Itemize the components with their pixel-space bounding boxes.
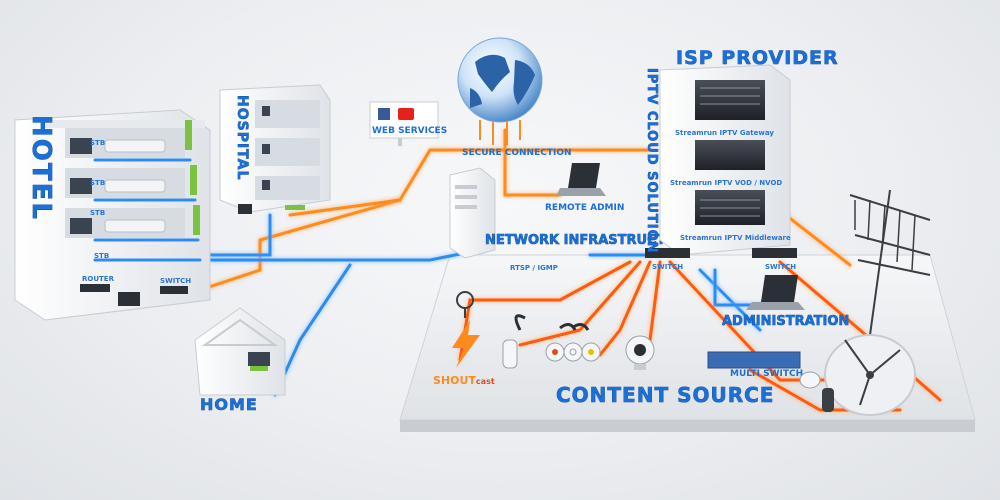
iptv-cloud-solution-label: IPTV CLOUD SOLUTION [644,68,659,254]
webcam-icon [625,335,655,370]
facebook-icon [378,108,390,120]
multi-switch-label: MULTI SWITCH [730,369,803,379]
secure-connection-label: SECURE CONNECTION [462,148,572,158]
hotel-stb-label-1: STB [90,139,105,147]
remote-admin-label: REMOTE ADMIN [545,203,624,213]
bed-icon [104,179,166,193]
hotel-stb-label-2: STB [90,179,105,187]
web-services-panel [369,101,439,146]
iptv-middleware-label: Streamrun IPTV Middleware [680,234,791,242]
rca-connectors-icon [545,323,601,362]
switch-icon [645,248,690,258]
content-source-label: CONTENT SOURCE [556,383,774,407]
tv-icon [248,352,270,366]
tv-icon [70,218,92,234]
hotel-router-label: ROUTER [82,275,115,283]
hospital-label: HOSPITAL [234,95,250,180]
network-infrastructure-label: NETWORK INFRASTRUCTURE [485,233,695,248]
hotel-switch-label: SWITCH [160,277,191,285]
hotel-stb-label-3: STB [90,209,105,217]
lnb-connector [799,371,834,412]
home-building [194,307,286,396]
vod-server [695,140,765,170]
web-services-label: WEB SERVICES [372,126,447,136]
bed-icon [104,219,166,233]
shoutcast-icon [452,291,480,368]
laptop-icon [118,292,140,306]
hotel-stb-label-4: STB [94,252,109,260]
cable-connector-icon [502,314,526,369]
isp-provider-label: ISP PROVIDER [676,47,839,69]
home-label: HOME [200,395,258,414]
rtsp-igmp-label: RTSP / IGMP [510,264,558,272]
hospital-building [219,84,331,214]
administration-laptop [746,275,805,310]
laptop-icon [238,204,252,214]
network-server [449,167,496,259]
globe-icon [457,37,543,145]
switch-right-label: SWITCH [765,263,796,271]
iptv-gateway-label: Streamrun IPTV Gateway [675,129,774,137]
youtube-icon [398,108,414,120]
hotel-building [14,109,211,321]
multi-switch-device [707,351,801,369]
router-icon [80,284,110,292]
iptv-vod-label: Streamrun IPTV VOD / NVOD [670,179,782,187]
yagi-antenna-icon [849,189,931,336]
tv-icon [70,178,92,194]
switch-left-label: SWITCH [652,263,683,271]
lightning-bolt-icon [452,320,480,368]
isp-provider-tower [645,64,797,258]
administration-label: ADMINISTRATION [722,314,849,329]
bed-icon [104,139,166,153]
satellite-dish-icon [824,334,916,416]
switch-icon [752,248,797,258]
gateway-server [695,80,765,120]
shoutcast-label: SHOUTcast [433,374,495,387]
hotel-switch-icon [160,286,188,294]
remote-admin-laptop [556,163,606,196]
tv-icon [70,138,92,154]
hotel-label: HOTEL [26,115,56,221]
